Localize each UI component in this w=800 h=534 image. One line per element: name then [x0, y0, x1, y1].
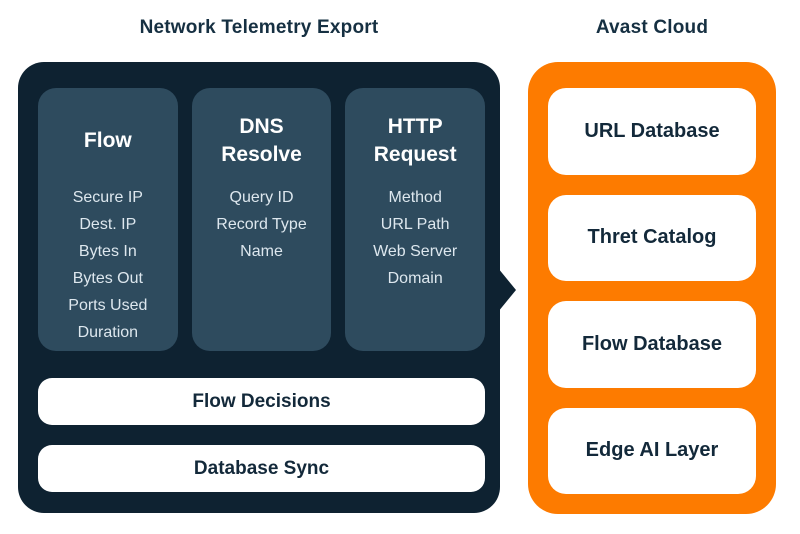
- flow-field: Bytes In: [78, 243, 137, 260]
- flow-field: Secure IP: [72, 189, 143, 206]
- flow-field: Ports Used: [68, 297, 148, 314]
- flow-field: Duration: [77, 324, 139, 341]
- http-request-column-title: HTTP Request: [373, 115, 457, 166]
- flow-column-title: Flow: [83, 129, 132, 152]
- http-field: URL Path: [380, 216, 450, 233]
- avast-cloud-title: Avast Cloud: [595, 17, 709, 38]
- network-telemetry-export-title: Network Telemetry Export: [139, 17, 379, 38]
- flow-field: Bytes Out: [72, 270, 143, 287]
- flow-decisions-pill: Flow Decisions: [38, 378, 485, 425]
- cloud-card: Thret Catalog: [548, 194, 756, 281]
- dns-field: Record Type: [216, 216, 307, 233]
- http-field: Web Server Domain: [373, 243, 458, 287]
- cloud-card: Flow Database: [548, 301, 756, 388]
- arrow-right-icon: [498, 268, 516, 312]
- dns-field: Name: [240, 243, 283, 260]
- database-sync-pill: Database Sync: [38, 445, 485, 492]
- cloud-card: URL Database: [548, 88, 756, 175]
- http-field: Method: [388, 189, 442, 206]
- flow-field: Dest. IP: [79, 216, 137, 233]
- cloud-card: Edge AI Layer: [548, 407, 756, 494]
- dns-resolve-column-title: DNS Resolve: [221, 115, 302, 166]
- dns-field: Query ID: [229, 189, 294, 206]
